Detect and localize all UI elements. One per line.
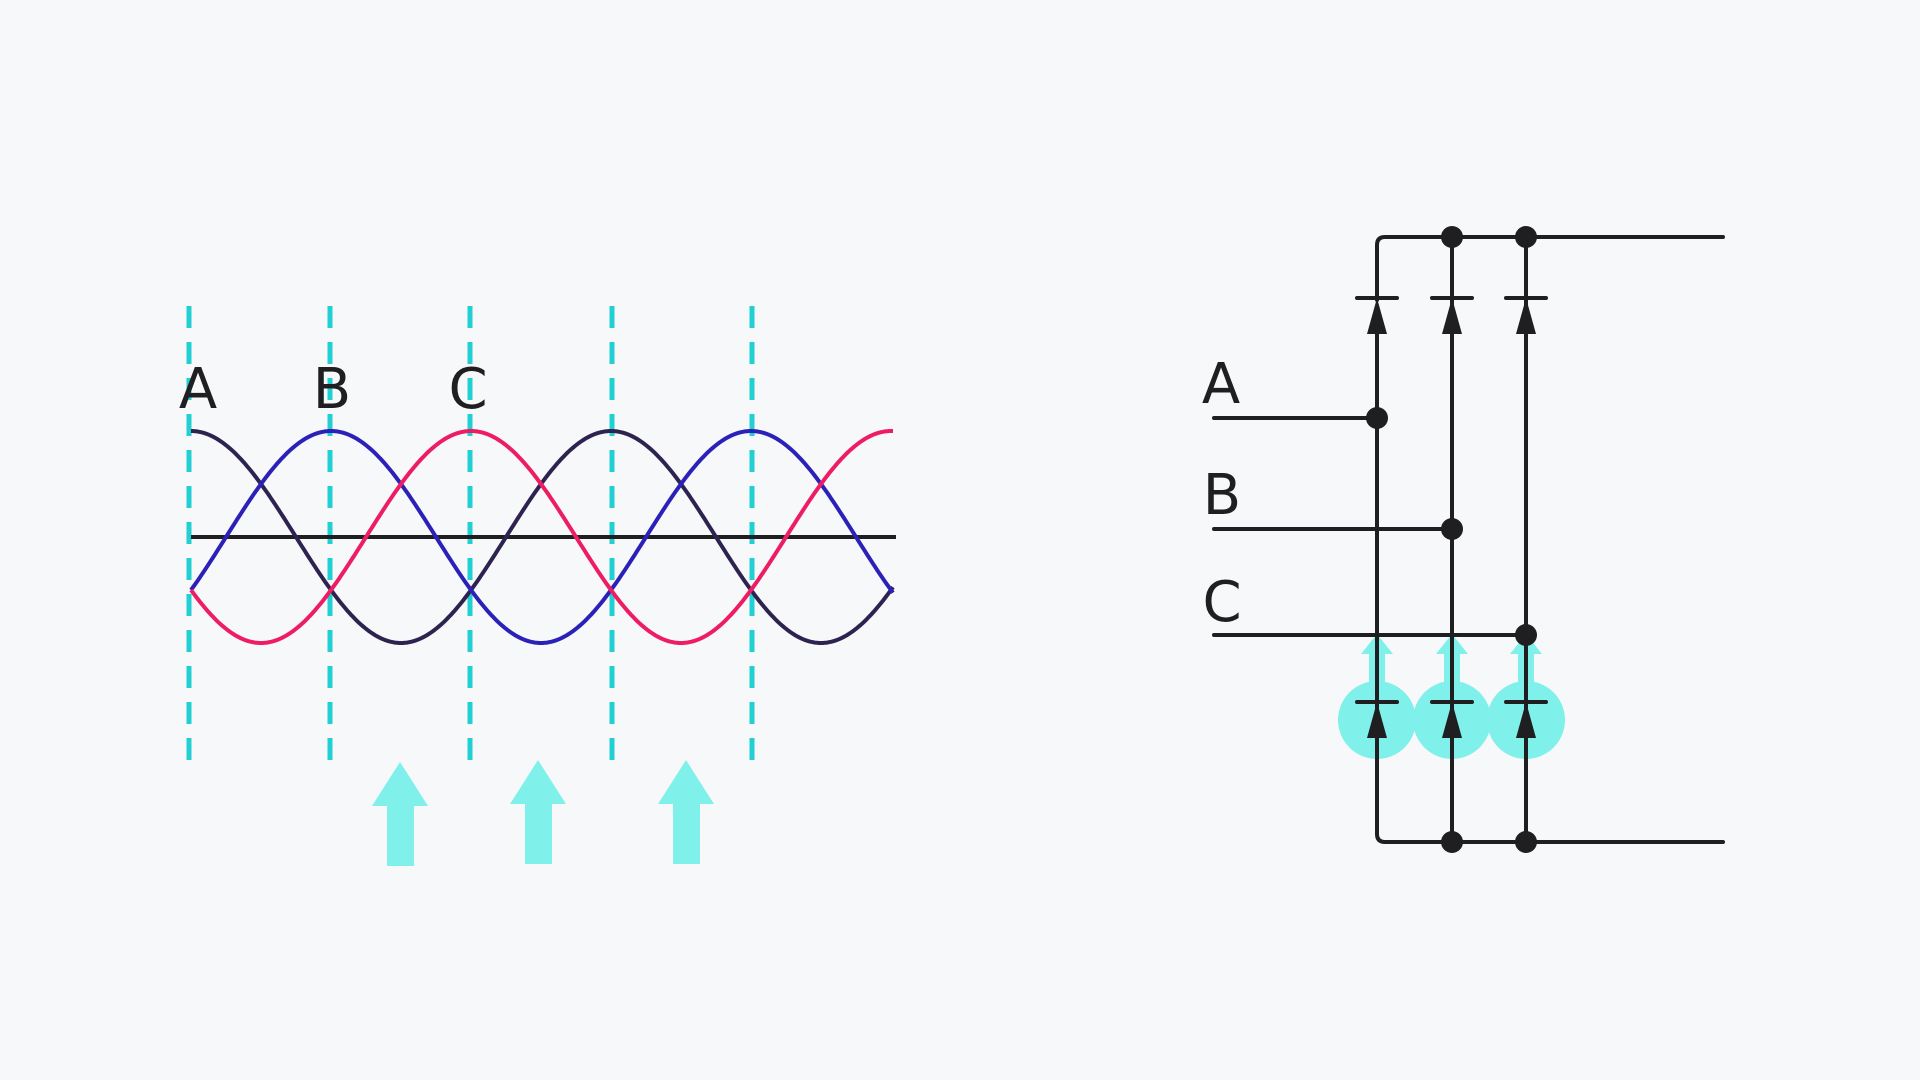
junction-dot	[1441, 518, 1463, 540]
junction-dot	[1441, 226, 1463, 248]
upper-diode-a	[1355, 296, 1399, 334]
top-bus	[1375, 235, 1725, 302]
lower-diode-b	[1430, 700, 1474, 738]
wave-label-b: B	[313, 357, 351, 422]
junction-dot	[1515, 226, 1537, 248]
lower-diode-a	[1355, 700, 1399, 738]
input-label-c: C	[1202, 570, 1241, 635]
up-arrow-icon	[510, 760, 566, 864]
junction-dot	[1515, 831, 1537, 853]
junction-dots	[1366, 226, 1537, 853]
wave-label-a: A	[179, 357, 217, 422]
bottom-bus	[1375, 778, 1725, 844]
lower-diode-c	[1504, 700, 1548, 738]
junction-dot	[1515, 624, 1537, 646]
phase-b-wave	[189, 429, 895, 645]
input-label-a: A	[1202, 352, 1240, 417]
up-arrow-icon	[372, 762, 428, 866]
wave-label-c: C	[448, 357, 487, 422]
junction-dot	[1441, 831, 1463, 853]
circuit-panel	[1212, 226, 1725, 853]
input-label-b: B	[1203, 463, 1241, 528]
up-arrow-icon	[658, 760, 714, 864]
waveform-panel: A B C	[179, 306, 896, 866]
junction-dot	[1366, 407, 1388, 429]
conduction-arrows	[372, 760, 714, 866]
upper-diode-b	[1430, 296, 1474, 334]
upper-diode-c	[1504, 296, 1548, 334]
phase-c-wave	[189, 429, 893, 645]
